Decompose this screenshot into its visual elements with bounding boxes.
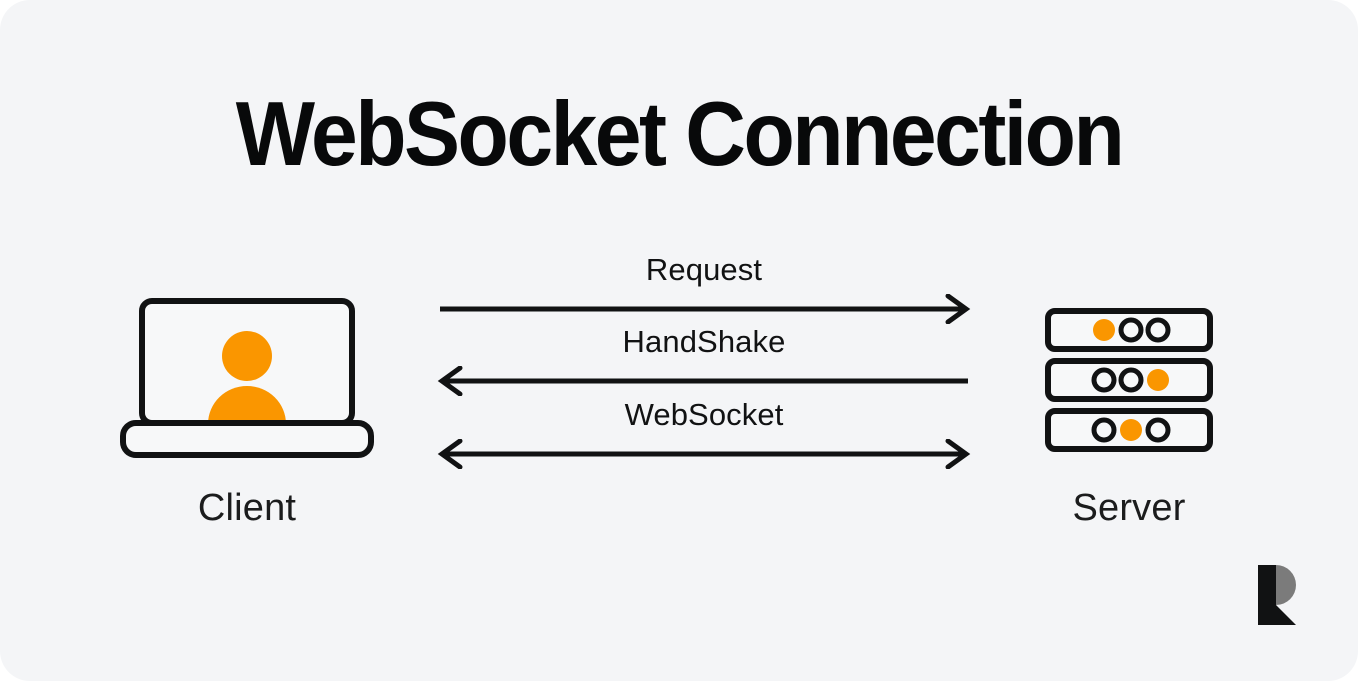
flow-handshake-label: HandShake [622,324,786,359]
server-row-2 [1045,358,1213,402]
server-label: Server [1072,487,1186,529]
letter-r-logo [1252,563,1306,625]
laptop-user-icon [118,295,376,460]
arrow-right-icon [436,293,972,325]
client-label: Client [197,487,297,529]
server-row-1 [1045,308,1213,352]
page-title: WebSocket Connection [235,82,1125,185]
flow-handshake: HandShake [436,324,972,397]
flow-arrows-group: Request HandShake WebSocket [436,252,972,477]
flow-request: Request [436,252,972,325]
arrow-left-icon [436,365,972,397]
flow-request-label: Request [645,252,763,287]
server-node: Server [1000,295,1258,540]
server-rack-icon [1045,308,1213,453]
client-node: Client [118,295,376,540]
server-row-3 [1045,408,1213,452]
flow-websocket-label: WebSocket [624,397,784,432]
flow-websocket: WebSocket [436,397,972,470]
arrow-bidirectional-icon [436,438,972,470]
